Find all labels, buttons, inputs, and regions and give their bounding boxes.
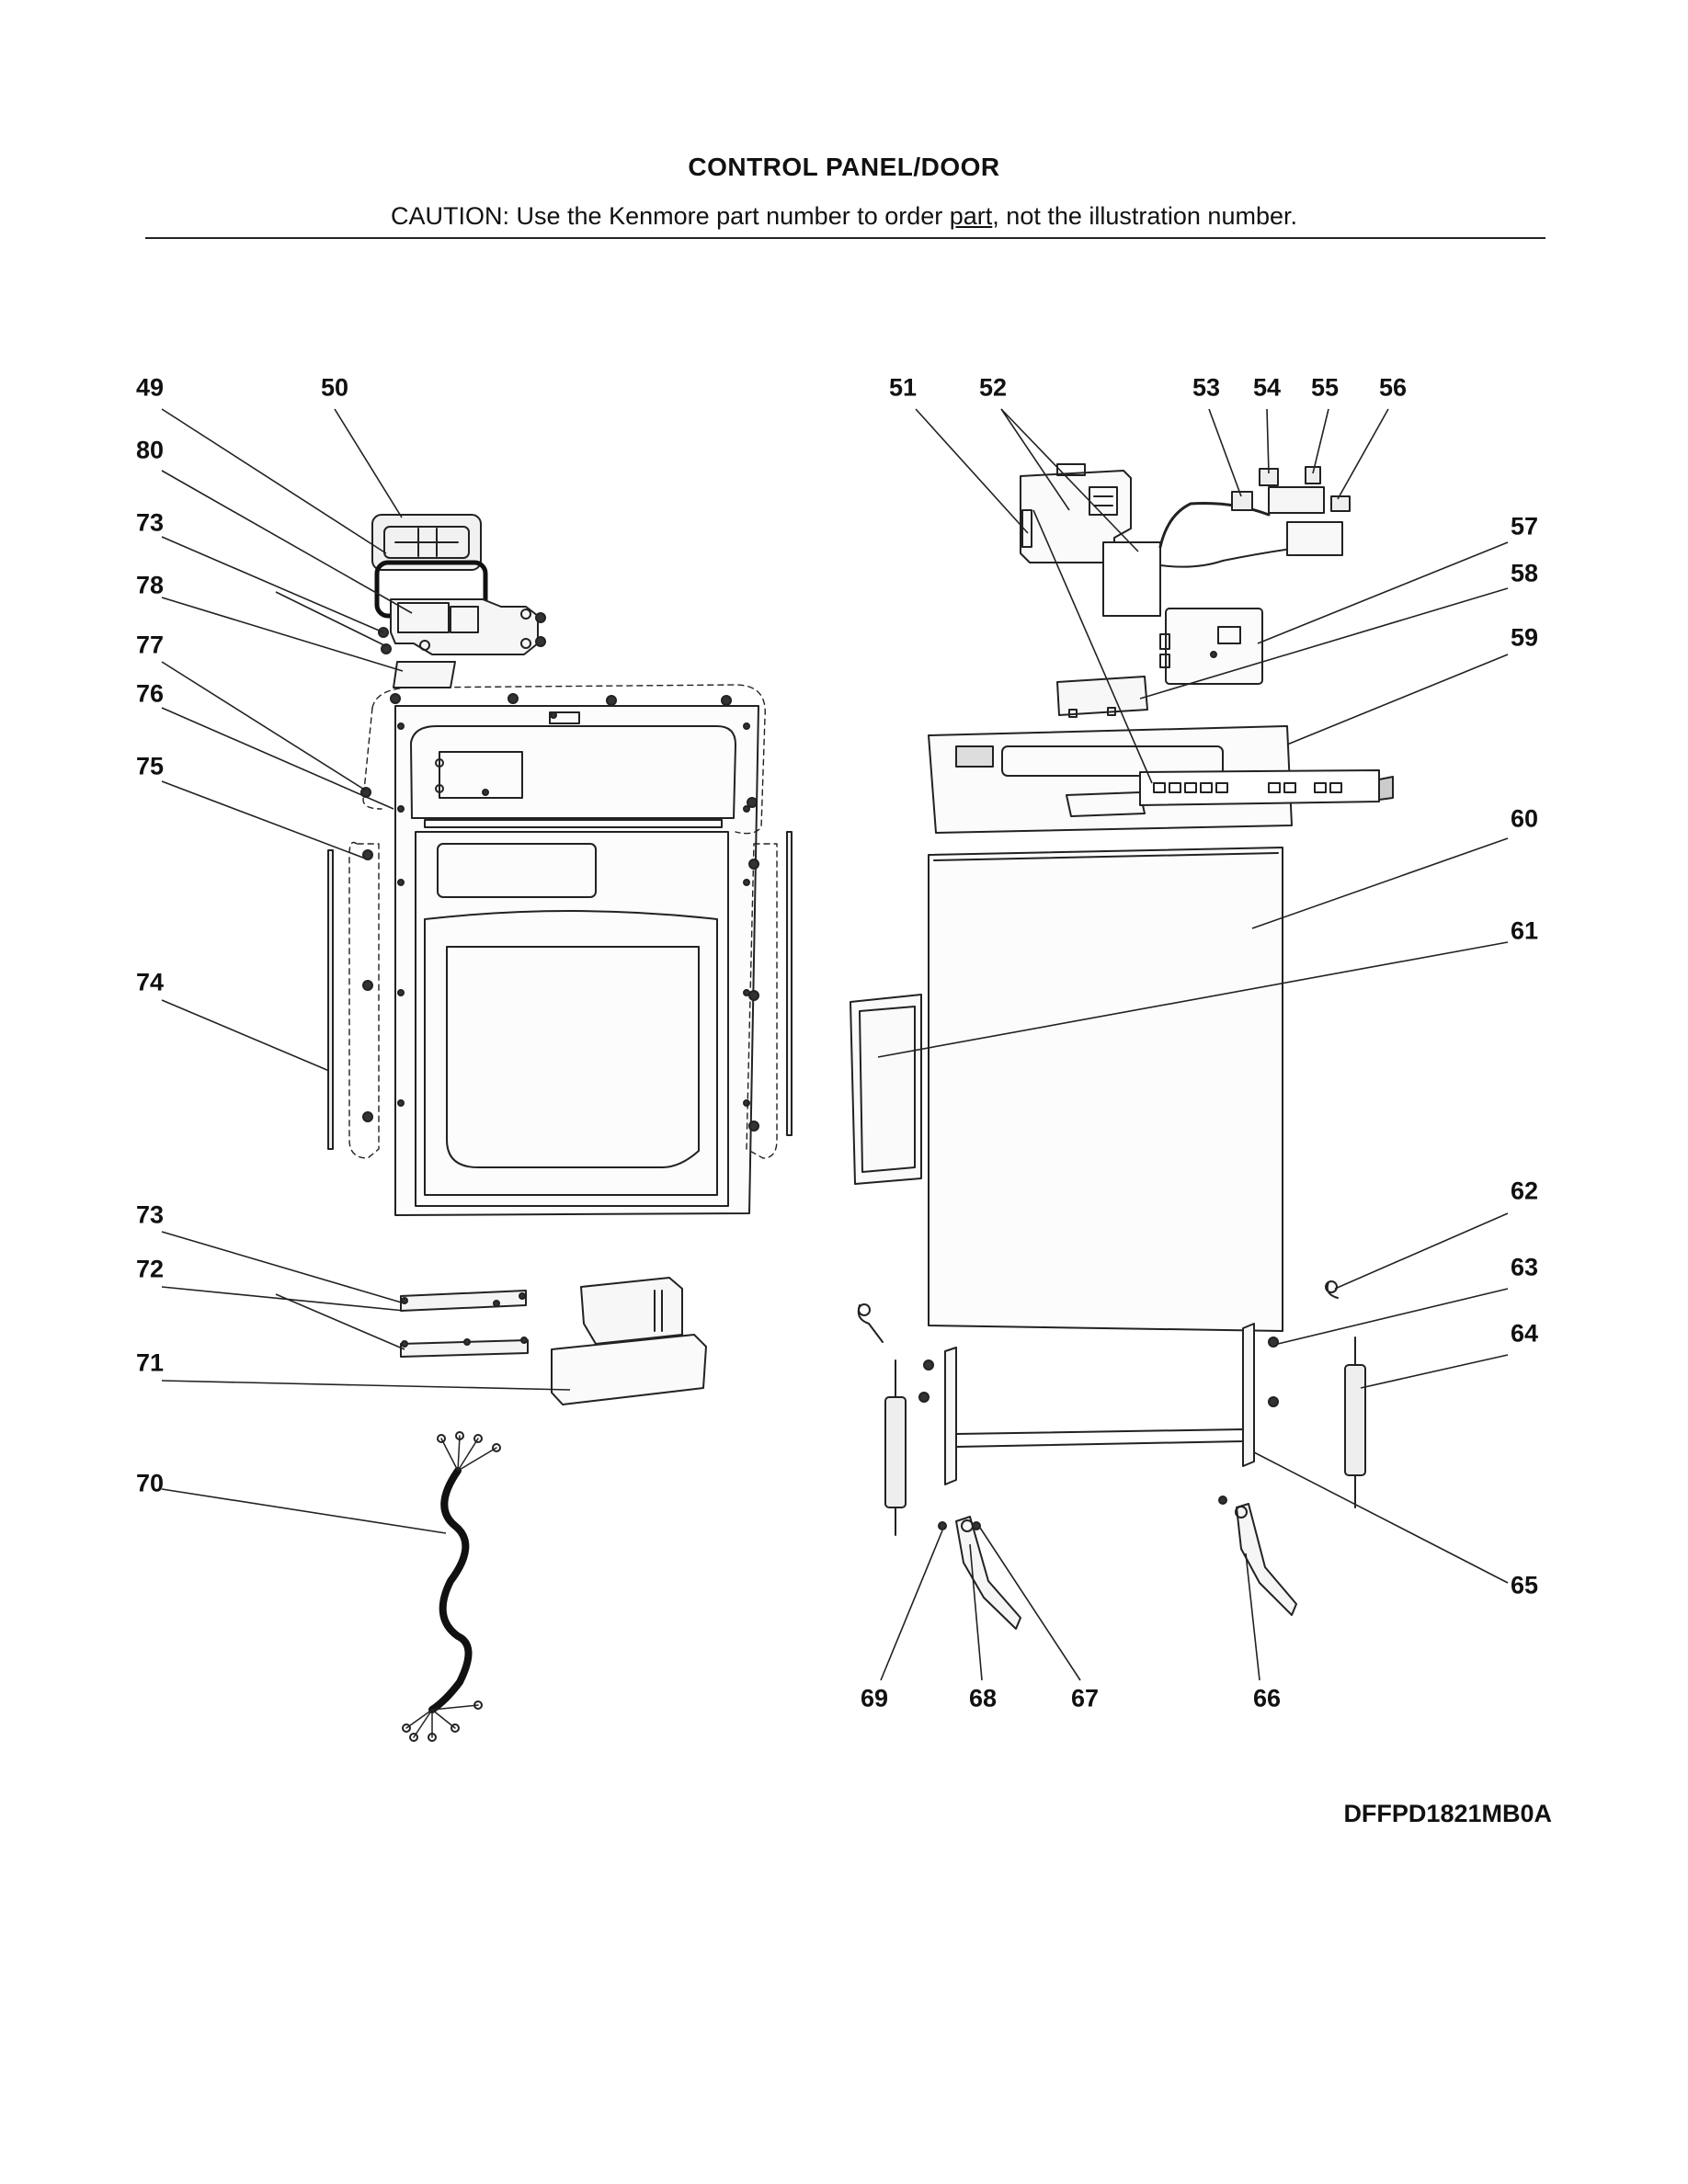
bottom-strip-part bbox=[400, 1290, 529, 1358]
callout-73-bottom: 73 bbox=[135, 1200, 165, 1229]
wiring-harness-part bbox=[402, 1431, 501, 1742]
hinge-plates-part bbox=[918, 1323, 1279, 1485]
callout-73-top: 73 bbox=[135, 508, 165, 537]
callout-75: 75 bbox=[135, 752, 165, 780]
control-board-part bbox=[1159, 608, 1263, 685]
header-divider bbox=[145, 237, 1545, 239]
callout-59: 59 bbox=[1510, 623, 1539, 652]
callout-69: 69 bbox=[860, 1684, 889, 1712]
page-title: CONTROL PANEL/DOOR bbox=[688, 153, 1000, 181]
model-code: DFFPD1821MB0A bbox=[1343, 1800, 1552, 1827]
callout-67: 67 bbox=[1070, 1684, 1100, 1712]
caution-text-start: CAUTION: Use the Kenmore part number to … bbox=[391, 202, 950, 230]
door-side-bracket-part bbox=[850, 994, 922, 1185]
callout-50: 50 bbox=[320, 373, 349, 402]
callout-51: 51 bbox=[888, 373, 918, 402]
outer-door-panel-part bbox=[928, 847, 1283, 1332]
callout-55: 55 bbox=[1310, 373, 1340, 402]
callout-63: 63 bbox=[1510, 1253, 1539, 1281]
callout-64: 64 bbox=[1510, 1319, 1539, 1348]
callout-76: 76 bbox=[135, 679, 165, 708]
callout-71: 71 bbox=[135, 1348, 165, 1377]
control-board-box-part bbox=[1020, 463, 1161, 617]
callout-68: 68 bbox=[968, 1684, 998, 1712]
callout-78: 78 bbox=[135, 571, 165, 599]
caution-note: CAUTION: Use the Kenmore part number to … bbox=[0, 202, 1688, 231]
callout-52: 52 bbox=[978, 373, 1008, 402]
dispenser-screws-part bbox=[378, 612, 546, 654]
rinse-seal-part bbox=[393, 661, 456, 688]
callout-49: 49 bbox=[135, 373, 165, 402]
callout-77: 77 bbox=[135, 631, 165, 659]
dispenser-body-part bbox=[390, 598, 539, 655]
caution-underlined-word: part bbox=[949, 202, 993, 230]
bottom-cover-part bbox=[551, 1277, 707, 1405]
side-trim-part bbox=[327, 831, 793, 1150]
callout-53: 53 bbox=[1192, 373, 1221, 402]
door-springs-part bbox=[857, 1280, 1366, 1536]
inner-door-liner-part bbox=[394, 705, 759, 1216]
door-screws-group bbox=[348, 684, 778, 1159]
callout-72: 72 bbox=[135, 1255, 165, 1283]
control-console-part bbox=[928, 725, 1394, 834]
callout-70: 70 bbox=[135, 1469, 165, 1497]
dispenser-lid-part bbox=[371, 514, 482, 571]
callout-62: 62 bbox=[1510, 1177, 1539, 1205]
callout-56: 56 bbox=[1378, 373, 1408, 402]
callout-61: 61 bbox=[1510, 916, 1539, 945]
hinge-arms-part bbox=[938, 1496, 1297, 1630]
callout-57: 57 bbox=[1510, 512, 1539, 540]
board-cover-part bbox=[1056, 676, 1148, 718]
callout-74: 74 bbox=[135, 968, 165, 996]
callout-58: 58 bbox=[1510, 559, 1539, 587]
connector-cable-part bbox=[1158, 466, 1351, 568]
callout-65: 65 bbox=[1510, 1571, 1539, 1599]
callout-60: 60 bbox=[1510, 804, 1539, 833]
callout-54: 54 bbox=[1252, 373, 1282, 402]
callout-80: 80 bbox=[135, 436, 165, 464]
caution-text-end: , not the illustration number. bbox=[992, 202, 1297, 230]
callout-66: 66 bbox=[1252, 1684, 1282, 1712]
